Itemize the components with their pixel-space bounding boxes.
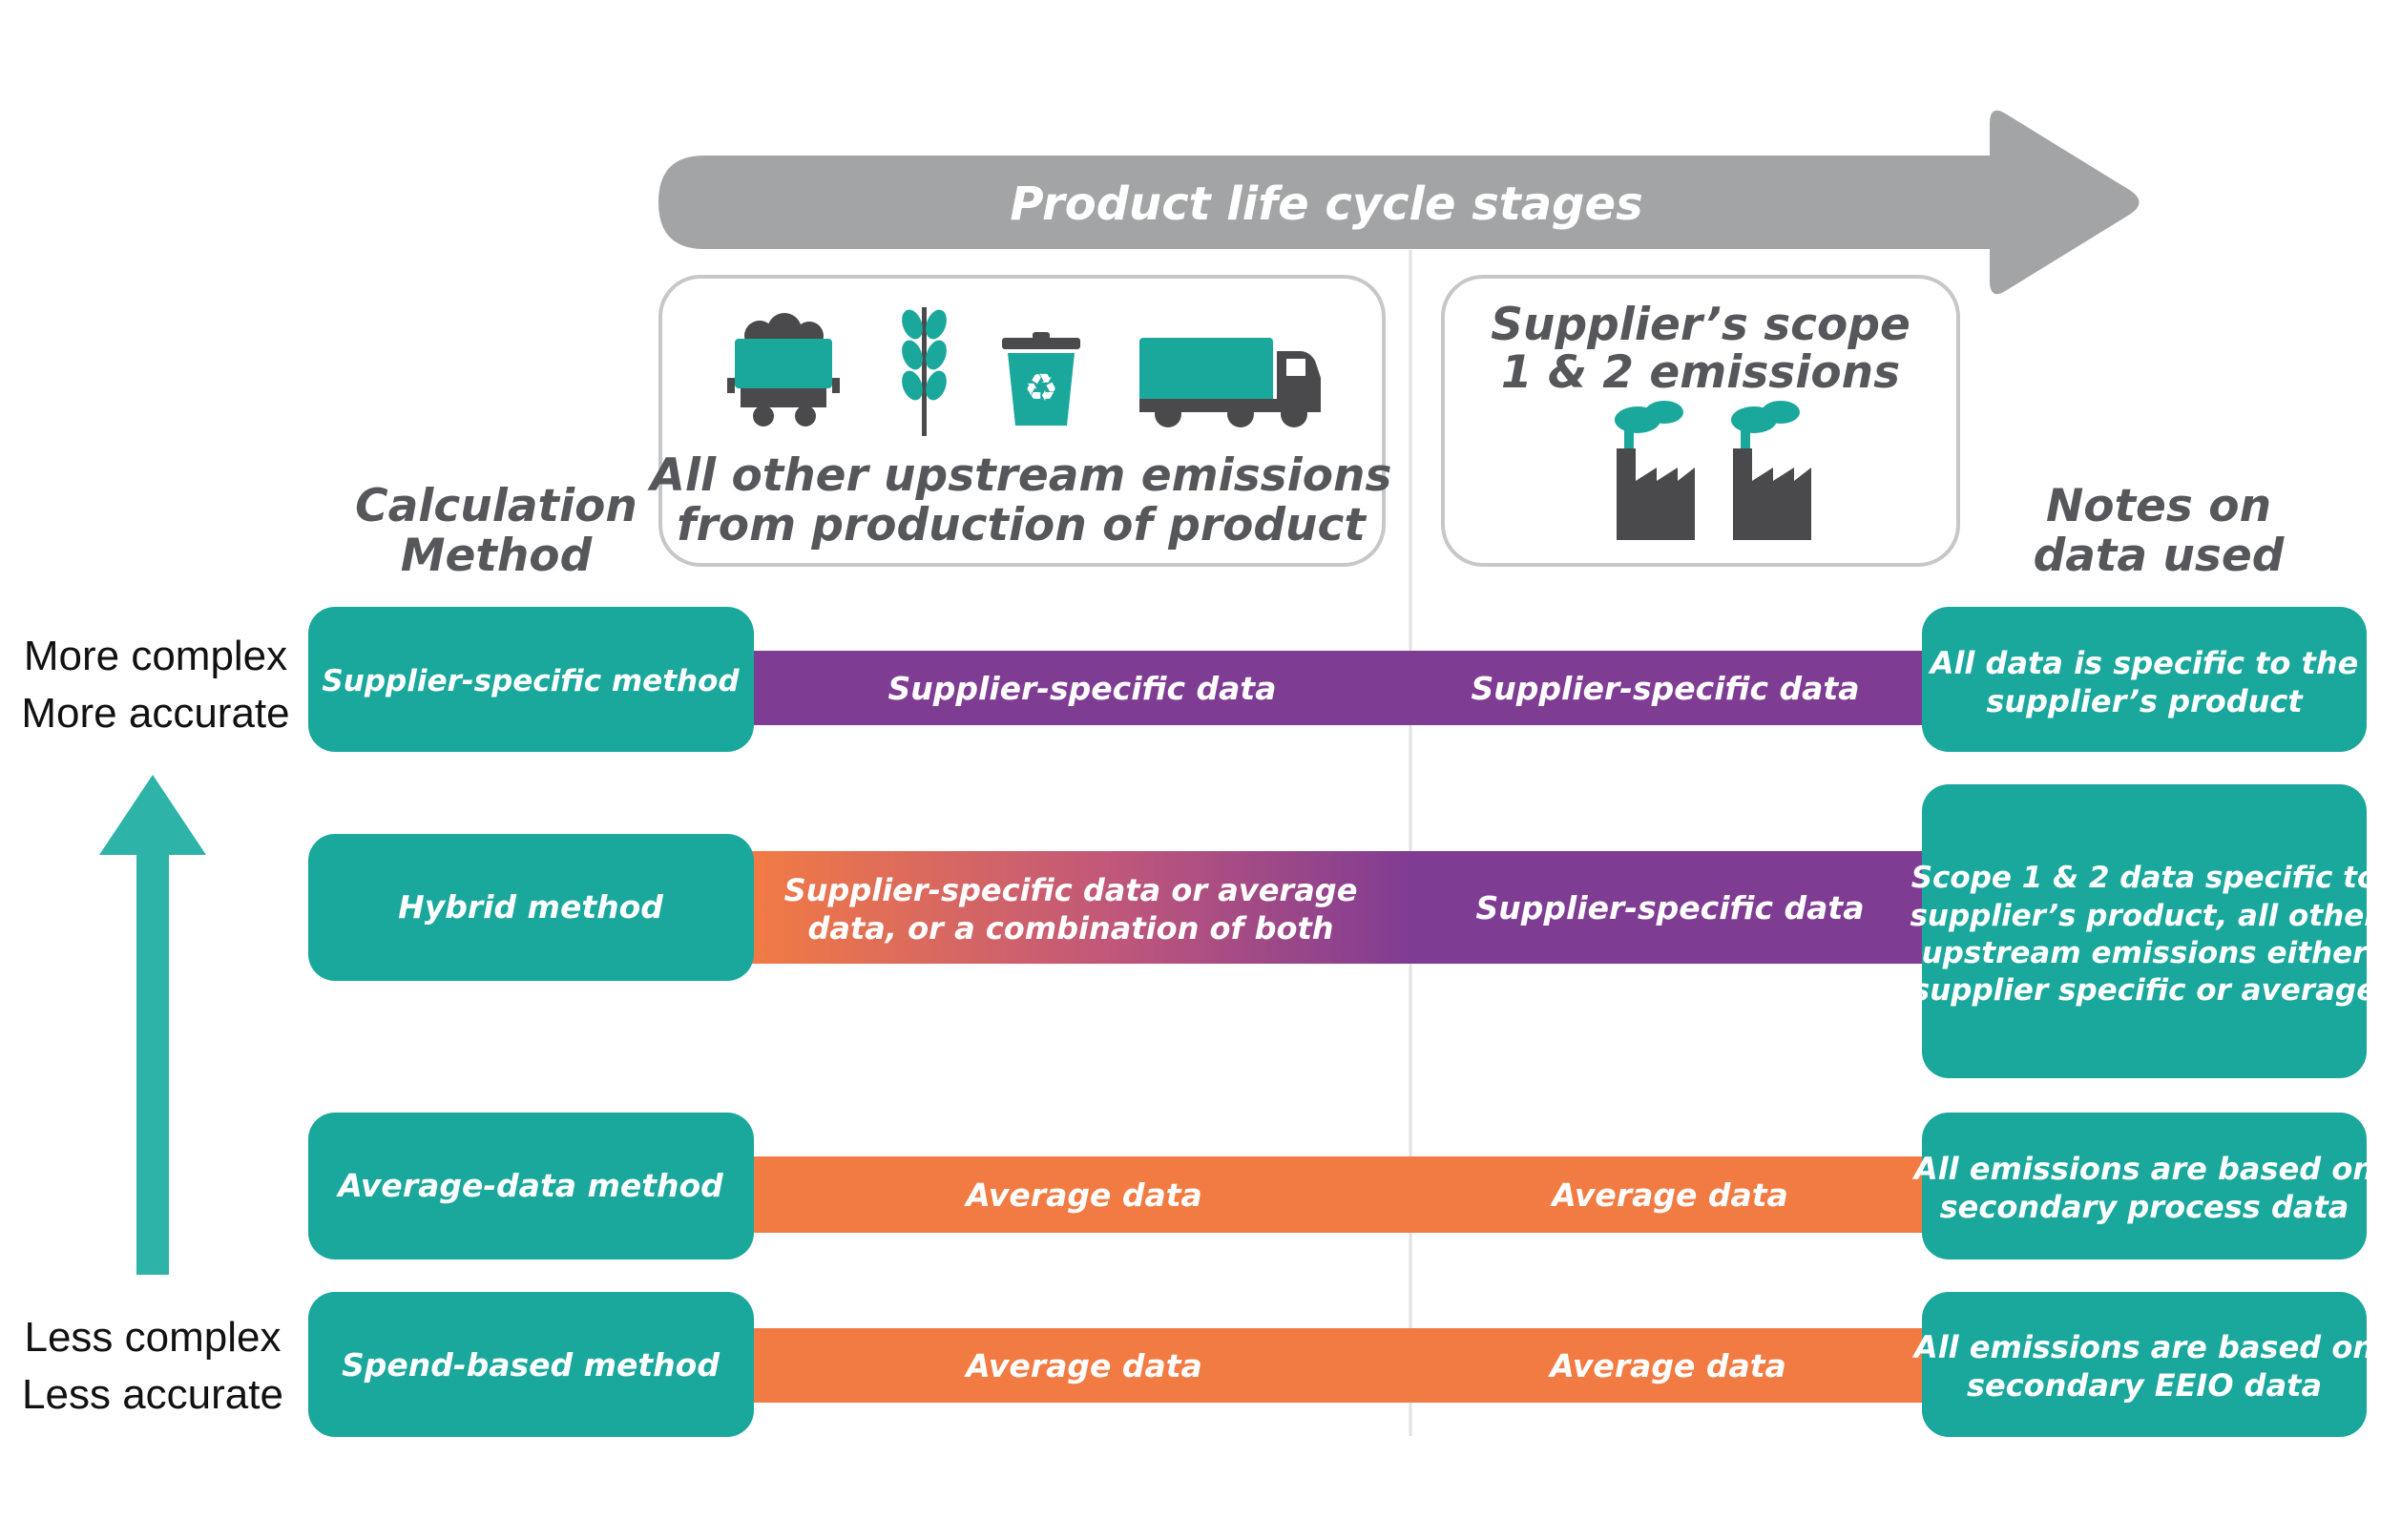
notes-box	[1922, 784, 2367, 1078]
method-box	[308, 834, 754, 981]
header-notes-line2: data used	[2034, 530, 2286, 582]
axis-bottom-line1: Less complex	[24, 1314, 281, 1361]
svg-text:♻: ♻	[1024, 366, 1058, 410]
axis-top-line1: More complex	[24, 633, 287, 679]
band-supplier	[1412, 651, 1926, 725]
band-supplier-label: Average data	[1549, 1176, 1788, 1214]
axis-top-line2: More accurate	[21, 690, 289, 737]
notes-line-2: secondary EEIO data	[1967, 1367, 2322, 1404]
plant-icon	[902, 307, 947, 436]
notes-box	[1922, 607, 2367, 752]
notes-box	[1922, 1113, 2367, 1259]
truck-icon	[1139, 338, 1321, 427]
band-upstream	[746, 651, 1414, 725]
method-box	[308, 607, 754, 752]
mine-cart-icon	[727, 313, 840, 427]
stage-box-upstream: ♻ All other upstream emissions from prod…	[647, 275, 1392, 567]
stage-box-supplier-frame	[1441, 275, 1960, 567]
row-supplier-specific: Supplier-specific method Supplier-specif…	[308, 607, 2367, 752]
notes-line-1: All emissions are based on	[1911, 1151, 2374, 1187]
stage-supplier-line2: 1 & 2 emissions	[1501, 346, 1900, 399]
stage-supplier-line1: Supplier’s scope	[1491, 299, 1910, 351]
band-upstream-label: Average data	[963, 1347, 1202, 1384]
header-method-line1: Calculation	[355, 480, 637, 532]
notes-line-2: supplier’s product, all other	[1910, 899, 2380, 933]
notes-line-4: supplier specific or average	[1912, 973, 2376, 1008]
band-supplier	[1412, 851, 1926, 964]
notes-line-1: All data is specific to the	[1928, 645, 2359, 681]
method-label: Spend-based method	[342, 1346, 720, 1384]
band-supplier	[1412, 1328, 1926, 1403]
axis-arrow-shaft	[136, 853, 169, 1275]
band-upstream-label-line2: data, or a combination of both	[807, 910, 1333, 947]
notes-box	[1922, 1292, 2367, 1437]
complexity-axis: More complex More accurate Less complex …	[21, 633, 289, 1418]
stage-upstream-line1: All other upstream emissions	[647, 449, 1392, 502]
band-supplier-label: Average data	[1547, 1347, 1786, 1384]
band-upstream	[746, 1328, 1414, 1403]
band-supplier-label: Supplier-specific data	[1472, 670, 1860, 707]
band-supplier-label: Supplier-specific data	[1476, 889, 1865, 926]
band-upstream-label: Average data	[963, 1176, 1202, 1214]
row-hybrid: Hybrid method Supplier-specific data or …	[308, 784, 2380, 1078]
method-box	[308, 1113, 754, 1259]
method-label: Supplier-specific method	[322, 664, 740, 698]
band-upstream-label: Supplier-specific data	[888, 670, 1277, 707]
header-notes-line1: Notes on	[2046, 480, 2271, 532]
method-label: Average-data method	[335, 1167, 723, 1204]
life-cycle-arrow-shape	[658, 110, 2140, 295]
notes-line-1: All emissions are based on	[1911, 1329, 2374, 1365]
band-supplier	[1412, 1156, 1926, 1233]
band-upstream-label-line1: Supplier-specific data or average	[784, 872, 1358, 908]
axis-bottom-line2: Less accurate	[22, 1371, 283, 1418]
notes-line-2: supplier’s product	[1986, 683, 2304, 719]
band-upstream	[746, 851, 1414, 964]
life-cycle-label: Product life cycle stages	[1010, 177, 1642, 231]
method-box	[308, 1292, 754, 1437]
header-method-line2: Method	[401, 530, 594, 582]
method-label: Hybrid method	[398, 888, 663, 926]
row-average-data: Average-data method Average data Average…	[308, 1113, 2374, 1259]
notes-line-3: upstream emissions either	[1922, 936, 2370, 970]
life-cycle-arrow: Product life cycle stages	[658, 110, 2140, 295]
axis-arrow-head	[99, 775, 206, 855]
recycle-bin-icon: ♻	[1002, 332, 1080, 426]
band-upstream	[746, 1156, 1414, 1233]
notes-line-1: Scope 1 & 2 data specific to	[1911, 861, 2378, 895]
factory-icon	[1615, 401, 1695, 540]
notes-line-2: secondary process data	[1940, 1189, 2349, 1225]
row-spend-based: Spend-based method Average data Average …	[308, 1292, 2374, 1437]
stage-upstream-line2: from production of product	[677, 499, 1367, 551]
stage-box-supplier: Supplier’s scope 1 & 2 emissions	[1441, 275, 1960, 567]
factory-icon	[1731, 401, 1811, 540]
